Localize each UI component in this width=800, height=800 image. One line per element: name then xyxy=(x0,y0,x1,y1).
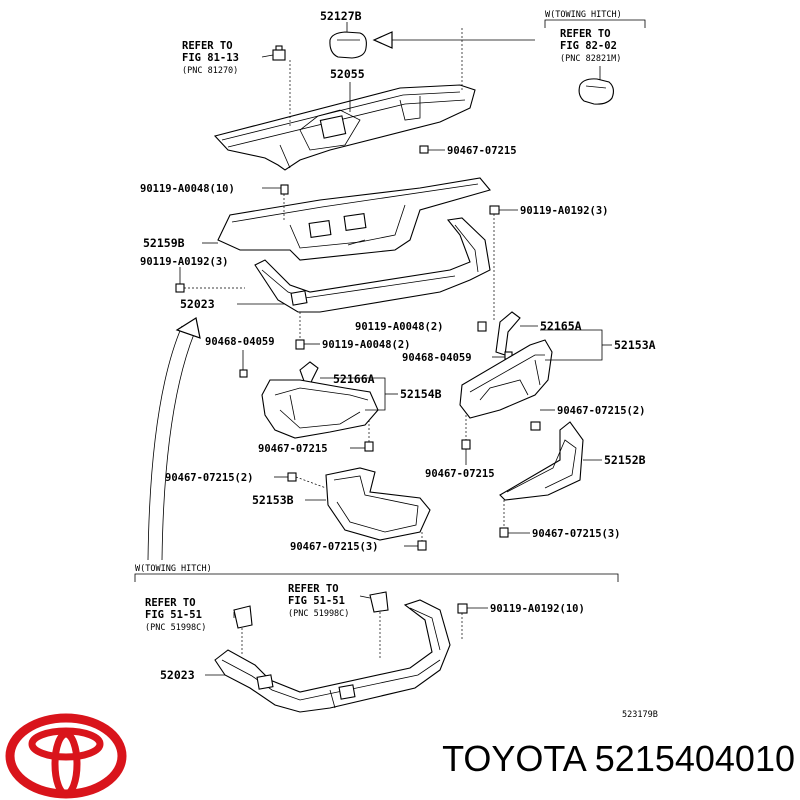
label-52023-bottom: 52023 xyxy=(160,668,195,682)
diagram-code: 523179B xyxy=(622,710,658,720)
part-bracket-52154B xyxy=(261,379,379,439)
part-bracket-52153A xyxy=(459,339,553,419)
label-bolt-90467-top: 90467-07215 xyxy=(447,145,517,157)
refer-51-right-line3: (PNC 51998C) xyxy=(288,609,349,619)
bolt-90119-A0192-10 xyxy=(457,603,488,614)
part-bar-52023-top xyxy=(254,217,491,313)
label-52127B: 52127B xyxy=(320,9,362,23)
arrow-left xyxy=(372,31,535,49)
label-bolt-90467-2-left: 90467-07215(2) xyxy=(165,472,254,484)
bolt-90467-3-right xyxy=(499,527,530,538)
label-52153B: 52153B xyxy=(252,493,294,507)
refer-81-line3: (PNC 81270) xyxy=(182,66,238,76)
towing-hitch-top-label: W(TOWING HITCH) xyxy=(545,10,622,20)
refer-51-left-line2: FIG 51-51 xyxy=(145,609,202,621)
label-bolt-90119-A0048-2-right: 90119-A0048(2) xyxy=(355,321,444,333)
part-hitch-bracket-right xyxy=(369,591,389,613)
refer-81-line2: FIG 81-13 xyxy=(182,52,239,64)
refer-82-line2: FIG 82-02 xyxy=(560,40,617,52)
bolt-90467-mid-right xyxy=(461,439,471,465)
part-hitch-bracket-left xyxy=(233,605,253,629)
label-52159B: 52159B xyxy=(143,236,185,250)
bolt-90119-A0048-2-left xyxy=(295,339,320,350)
toyota-logo xyxy=(5,713,127,799)
part-pad-52152B xyxy=(499,421,584,501)
refer-82-line3: (PNC 82821M) xyxy=(560,54,621,64)
label-bolt-90467-2-right: 90467-07215(2) xyxy=(557,405,646,417)
bolt-90467-2-left xyxy=(274,472,297,482)
arrow-curved-up xyxy=(147,317,201,561)
label-52166A: 52166A xyxy=(333,372,375,386)
refer-82-line1: REFER TO xyxy=(560,28,611,40)
label-bolt-90468-left: 90468-04059 xyxy=(205,336,275,348)
part-step-bumper-52055 xyxy=(213,84,476,171)
towing-hitch-bracket-bottom: W(TOWING HITCH) xyxy=(134,564,619,582)
label-bolt-90119-A0192-3-right: 90119-A0192(3) xyxy=(520,205,609,217)
part-cap-52127B xyxy=(329,31,367,59)
part-brace-52159B xyxy=(217,177,491,261)
refer-51-right-line2: FIG 51-51 xyxy=(288,595,345,607)
refer-81-line1: REFER TO xyxy=(182,40,233,52)
refer-51-right-line1: REFER TO xyxy=(288,583,339,595)
part-hitch-52023-bottom xyxy=(214,599,451,713)
label-bolt-90468-right: 90468-04059 xyxy=(402,352,472,364)
bolt-90119-A0192-3-right xyxy=(489,205,518,215)
part-cap-82821M xyxy=(578,78,615,105)
refer-51-left-line3: (PNC 51998C) xyxy=(145,623,206,633)
refer-51-left-line1: REFER TO xyxy=(145,597,196,609)
part-pad-52153B xyxy=(325,467,431,541)
part-connector-81270 xyxy=(261,45,286,61)
towing-hitch-bottom-label: W(TOWING HITCH) xyxy=(135,564,212,574)
nut-90468-left xyxy=(239,350,248,378)
label-bolt-90119-A0192-10: 90119-A0192(10) xyxy=(490,603,585,615)
label-52023-top: 52023 xyxy=(180,297,215,311)
label-bolt-90467-mid-left: 90467-07215 xyxy=(258,443,328,455)
label-bolt-90467-mid-right: 90467-07215 xyxy=(425,468,495,480)
label-bolt-90119-A0192-3-left: 90119-A0192(3) xyxy=(140,256,229,268)
bolt-90467-3-left xyxy=(404,540,427,551)
part-bracket-52165A xyxy=(495,311,538,356)
label-bolt-90119-A0048-10: 90119-A0048(10) xyxy=(140,183,235,195)
label-bolt-90467-3-right: 90467-07215(3) xyxy=(532,528,621,540)
label-bolt-90467-3-left: 90467-07215(3) xyxy=(290,541,379,553)
bolt-90119-A0192-3-left xyxy=(175,267,185,293)
bolt-90467-top xyxy=(419,145,445,154)
label-bolt-90119-A0048-2-left: 90119-A0048(2) xyxy=(322,339,411,351)
towing-hitch-bracket-top: W(TOWING HITCH) xyxy=(544,10,646,28)
bolt-90467-2-right xyxy=(530,409,555,431)
brand-part-number: TOYOTA 5215404010 xyxy=(442,738,795,779)
bolt-90467-mid-left xyxy=(350,441,374,452)
label-52153A: 52153A xyxy=(614,338,656,352)
bolt-90119-A0048-2-right xyxy=(477,321,487,332)
label-52165A: 52165A xyxy=(540,319,582,333)
bolt-90119-A0048-10 xyxy=(262,184,289,195)
label-52152B: 52152B xyxy=(604,453,646,467)
label-52055: 52055 xyxy=(330,67,365,81)
label-52154B: 52154B xyxy=(400,387,442,401)
